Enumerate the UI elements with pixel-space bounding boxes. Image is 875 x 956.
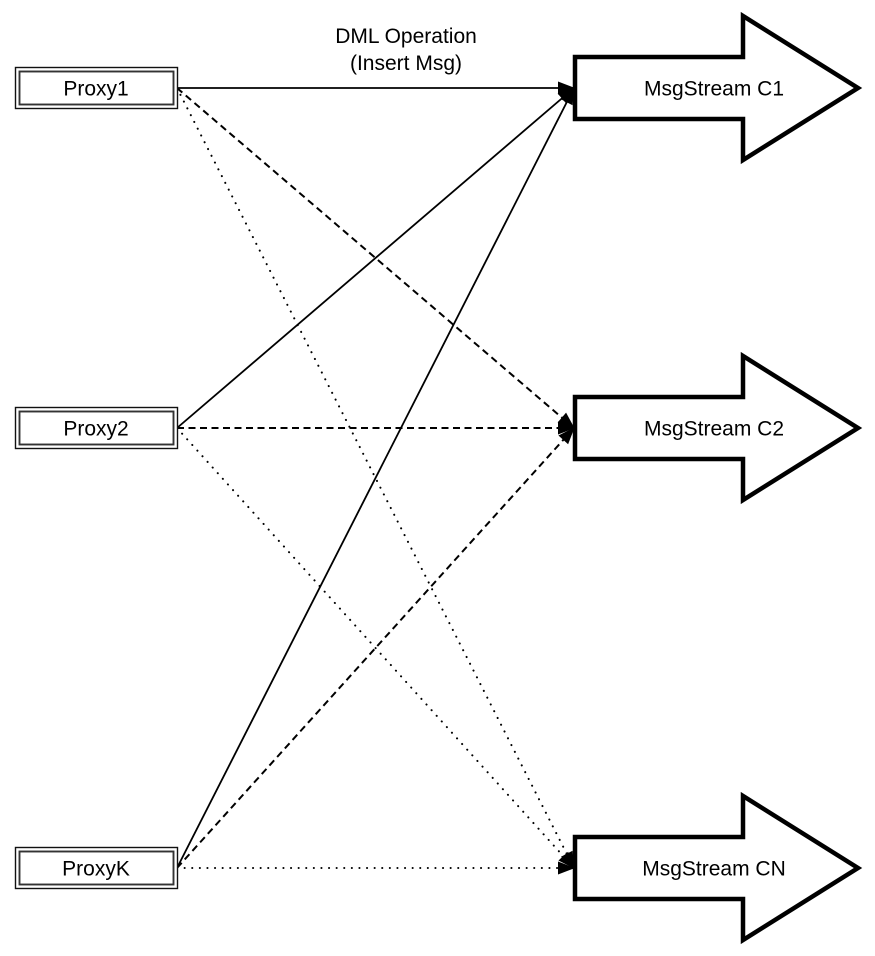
stream-node-c1: MsgStream C1 bbox=[572, 11, 863, 165]
stream-label: MsgStream C2 bbox=[644, 418, 784, 441]
edge-proxy2-to-msgstream-cn bbox=[176, 427, 575, 869]
edge-proxyk-to-msgstream-c1 bbox=[176, 87, 575, 869]
proxy-box bbox=[14, 846, 179, 890]
block-arrow-shape bbox=[572, 351, 863, 505]
proxy-node-2: Proxy2 bbox=[14, 406, 179, 450]
proxy-node-1: Proxy1 bbox=[14, 66, 179, 110]
edge-proxy1-to-msgstream-c2 bbox=[176, 87, 575, 429]
edge-proxyk-to-msgstream-c2 bbox=[176, 427, 575, 869]
proxy-label: Proxy2 bbox=[63, 418, 128, 441]
proxy-label: Proxy1 bbox=[63, 78, 128, 101]
proxy-box-inner-border bbox=[18, 70, 175, 106]
stream-node-cn: MsgStream CN bbox=[572, 791, 863, 945]
title-line-2: (Insert Msg) bbox=[350, 52, 462, 75]
edge-proxy2-to-msgstream-c1 bbox=[176, 87, 575, 429]
stream-node-c2: MsgStream C2 bbox=[572, 351, 863, 505]
proxy-node-k: ProxyK bbox=[14, 846, 179, 890]
stream-label: MsgStream C1 bbox=[644, 78, 784, 101]
proxy-box bbox=[14, 66, 179, 110]
block-arrow-shape bbox=[572, 791, 863, 945]
edge-proxy1-to-msgstream-cn bbox=[176, 87, 575, 869]
title-line-1: DML Operation bbox=[335, 25, 477, 48]
block-arrow-shape bbox=[572, 11, 863, 165]
edges-group bbox=[176, 81, 575, 875]
proxy-box bbox=[14, 406, 179, 450]
proxy-box-inner-border bbox=[18, 410, 175, 446]
proxy-label: ProxyK bbox=[62, 858, 130, 881]
proxy-box-inner-border bbox=[18, 850, 175, 886]
stream-label: MsgStream CN bbox=[642, 858, 786, 881]
